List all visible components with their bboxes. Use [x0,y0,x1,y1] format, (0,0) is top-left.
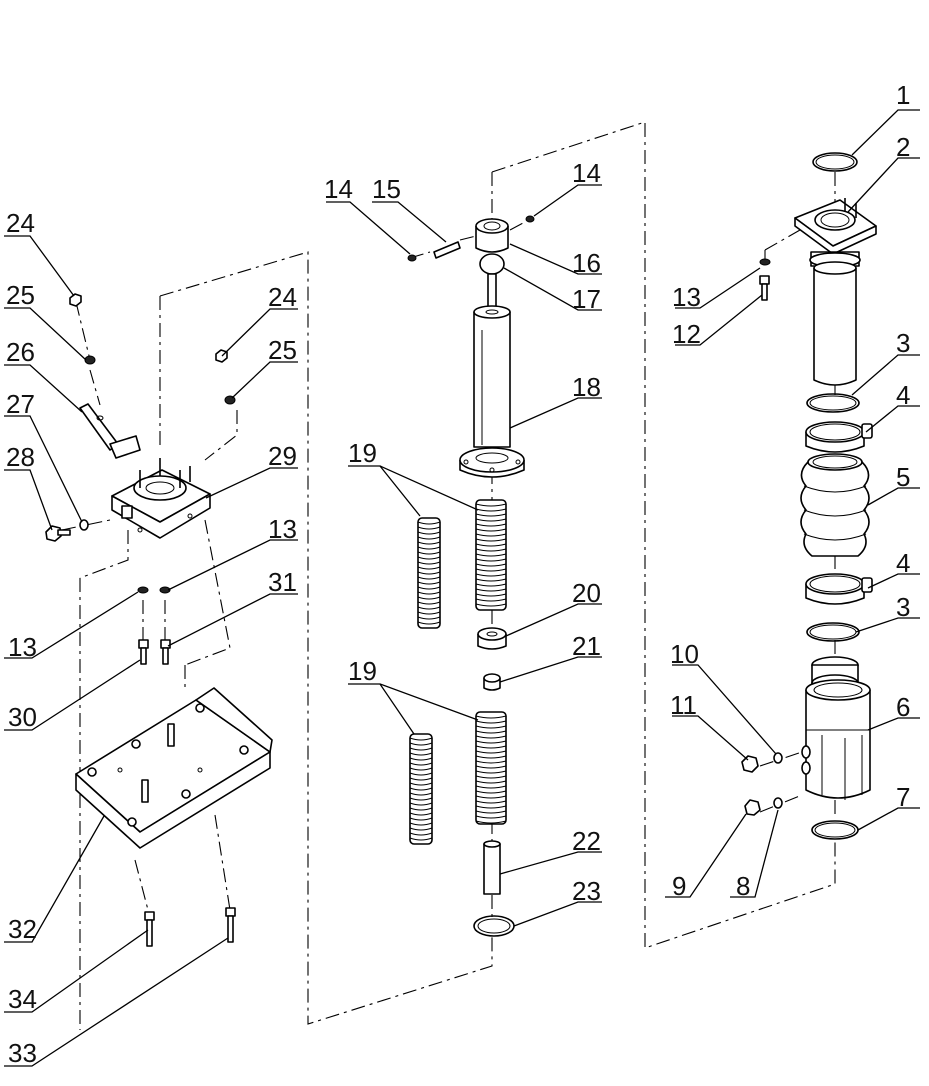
callout-4-lower: 4 [896,548,910,578]
part-19-springs-upper [417,499,507,629]
callout-17: 17 [572,284,601,314]
part-22-sleeve [483,840,501,895]
callout-21: 21 [572,631,601,661]
callout-27: 27 [6,389,35,419]
callout-25-left: 25 [6,280,35,310]
part-24-nut-left [69,293,82,307]
part-19-springs-lower [409,711,507,845]
part-16-cross-head [475,218,509,253]
callout-25-right: 25 [268,335,297,365]
callout-2: 2 [896,132,910,162]
callout-33: 33 [8,1038,37,1068]
callout-19-upper: 19 [348,438,377,468]
callout-5: 5 [896,462,910,492]
part-15-dowel [433,241,461,259]
callout-19-lower: 19 [348,656,377,686]
callout-11: 11 [670,690,697,720]
callout-8: 8 [736,871,750,901]
part-24-nut-right [215,349,228,363]
part-10-washer [773,752,783,764]
callout-26: 26 [6,337,35,367]
callout-14-left: 14 [324,174,353,204]
part-14-pin-left [407,254,417,262]
callout-18: 18 [572,372,601,402]
part-30-31-bolts [138,639,171,665]
callout-10: 10 [670,639,699,669]
part-9-plug [744,799,761,816]
leader-lines [4,109,920,1067]
part-7-oring-bottom [811,820,859,840]
part-4-clamp-lower [805,573,873,605]
part-8-washer [773,797,783,809]
part-5-bellows [800,453,870,557]
callout-29: 29 [268,441,297,471]
callout-13-left-upper: 13 [268,514,297,544]
callout-23: 23 [572,876,601,906]
callout-28: 28 [6,442,35,472]
callout-24-right: 24 [268,282,297,312]
part-26-lever [79,403,141,459]
callout-16: 16 [572,248,601,278]
part-17-ball-joint [479,253,505,315]
callout-3-upper: 3 [896,328,910,358]
callout-13-left-lower: 13 [8,632,37,662]
callout-6: 6 [896,692,910,722]
part-27-washer-small [79,519,89,531]
callout-24-left: 24 [6,208,35,238]
part-13-washers-left [137,586,171,594]
part-11-plug [741,755,759,773]
part-21-small-nut [483,673,501,691]
part-29-bearing-plate [111,458,211,539]
callout-32: 32 [8,914,37,944]
callout-9: 9 [672,871,686,901]
part-25-washer-left [84,355,96,365]
callout-3-lower: 3 [896,592,910,622]
part-3-ring-lower [806,622,860,642]
assembly-dash-lines [61,121,836,1030]
callout-31: 31 [268,567,297,597]
part-18-piston-rod [459,305,525,478]
callout-13-right: 13 [672,282,701,312]
part-2-top-flange-tube [794,198,877,386]
callout-4-upper: 4 [896,380,910,410]
part-12-screw-right [759,275,770,301]
callout-30: 30 [8,702,37,732]
part-20-nut [477,627,507,650]
callout-12: 12 [672,319,701,349]
callout-1: 1 [896,80,910,110]
part-1-oring [812,152,858,172]
part-14-pin-right [525,215,535,223]
part-6-lower-housing [801,656,871,800]
callout-34: 34 [8,984,37,1014]
callout-14-right: 14 [572,158,601,188]
part-4-clamp-upper [805,421,873,453]
part-23-oring [473,915,515,937]
callout-22: 22 [572,826,601,856]
part-33-34-bolts [144,907,236,947]
callout-labels: 1 2 3 3 4 4 5 6 7 8 9 10 11 12 13 13 13 … [6,80,910,1068]
callout-7: 7 [896,782,910,812]
part-3-ring-upper [806,393,860,413]
part-32-base-plate [75,687,273,849]
callout-20: 20 [572,578,601,608]
part-13-washer-right [759,258,771,266]
callout-15: 15 [372,174,401,204]
part-28-bolt [45,525,71,542]
